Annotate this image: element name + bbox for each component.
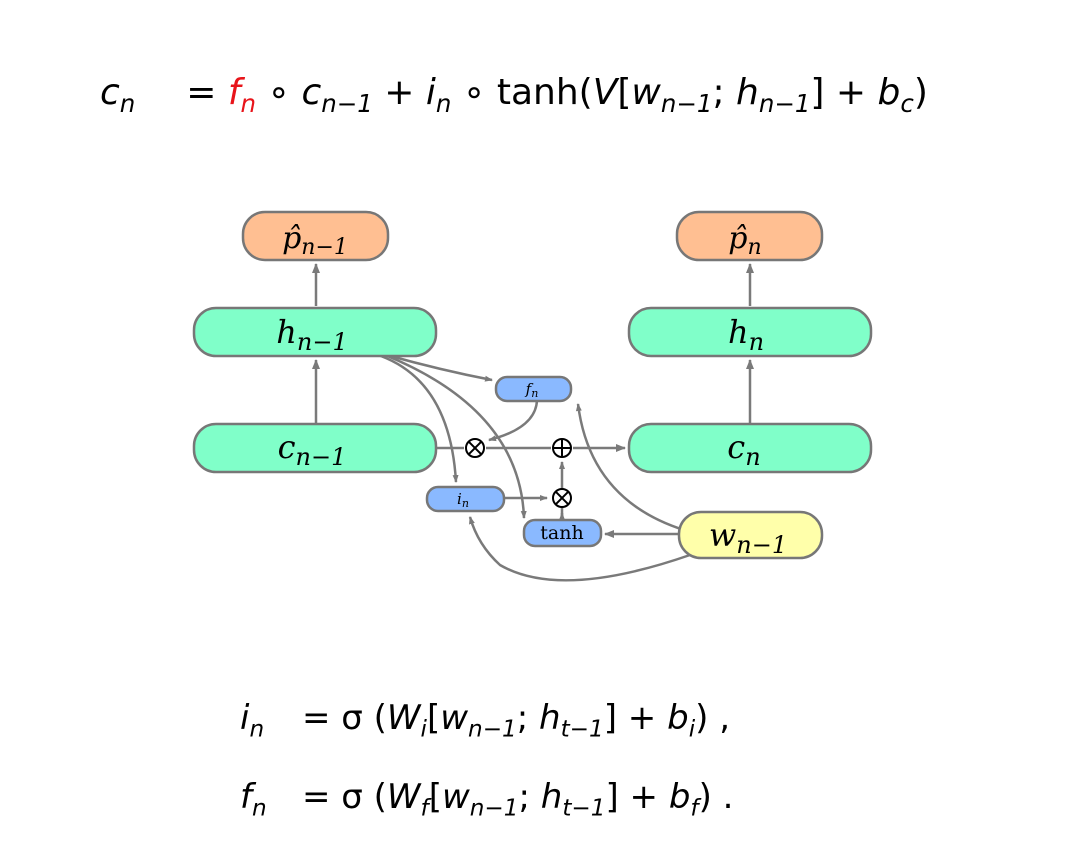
svg-text:hn: hn bbox=[728, 313, 764, 356]
node-i-gate: in bbox=[425, 485, 506, 513]
svg-text:cn: cn bbox=[727, 428, 760, 471]
node-p-prev: p̂n−1 bbox=[241, 210, 390, 262]
mult-operator-2 bbox=[552, 488, 572, 508]
edge-h-prev-to-i bbox=[377, 353, 459, 483]
node-c-n: cn bbox=[627, 422, 873, 474]
svg-text:cn−1: cn−1 bbox=[278, 428, 347, 471]
forget-gate-equation: fn= σ (Wf[wn−1; ht−1] + bf) . bbox=[240, 777, 734, 822]
input-gate-equation: in= σ (Wi[wn−1; ht−1] + bi) , bbox=[240, 698, 731, 743]
node-h-prev: hn−1 bbox=[192, 306, 438, 358]
edge-h-prev-to-tanh bbox=[384, 353, 527, 519]
mult-operator-1 bbox=[465, 438, 485, 458]
edge-w-to-i bbox=[468, 516, 691, 582]
cell-state-equation: cn = fn ∘ cn−1 + in ∘ tanh(V[wn−1; hn−1]… bbox=[100, 72, 928, 118]
add-operator bbox=[552, 438, 572, 458]
svg-text:tanh: tanh bbox=[540, 522, 583, 544]
svg-text:hn−1: hn−1 bbox=[276, 313, 347, 356]
node-tanh: tanh bbox=[522, 518, 603, 548]
svg-text:wn−1: wn−1 bbox=[709, 516, 787, 559]
svg-text:p̂n−1: p̂n−1 bbox=[282, 221, 348, 260]
node-c-prev: cn−1 bbox=[192, 422, 438, 474]
node-w-prev: wn−1 bbox=[677, 510, 824, 560]
edge-h-prev-to-f bbox=[386, 353, 493, 382]
node-h-n: hn bbox=[627, 306, 873, 358]
forget-gate-term: f bbox=[227, 72, 241, 113]
gate-equations: in= σ (Wi[wn−1; ht−1] + bi) , fn= σ (Wf[… bbox=[240, 684, 733, 843]
svg-text:p̂n: p̂n bbox=[728, 221, 761, 260]
svg-text:fn: fn bbox=[525, 380, 539, 400]
edges bbox=[312, 263, 754, 582]
svg-text:in: in bbox=[457, 490, 469, 510]
node-p-n: p̂n bbox=[675, 210, 824, 262]
edge-w-to-f bbox=[575, 403, 685, 532]
node-f-gate: fn bbox=[494, 375, 573, 403]
